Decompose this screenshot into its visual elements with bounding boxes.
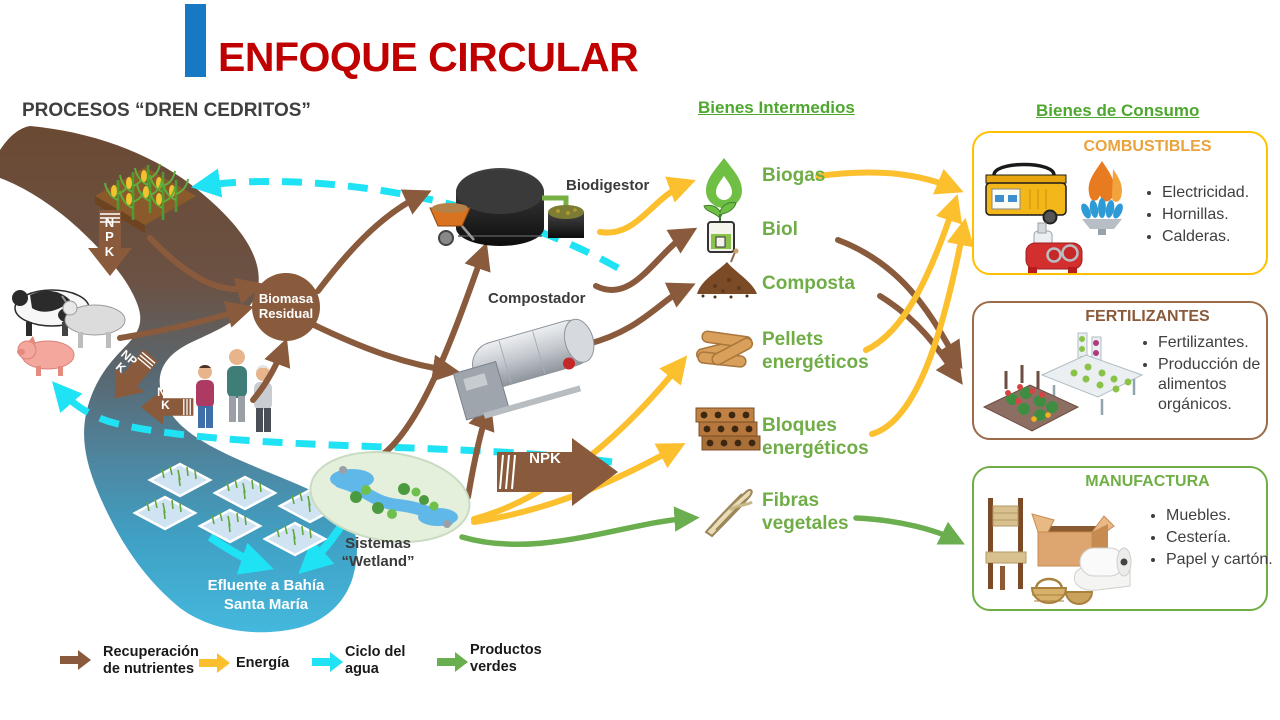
box-fertilizantes: FERTILIZANTES Fertilizantes.: [972, 301, 1268, 440]
list-item: Fertilizantes.: [1158, 333, 1278, 353]
page-title: ENFOQUE CIRCULAR: [218, 34, 639, 80]
plant-fiber-icon: [704, 488, 753, 538]
paper-roll-icon: [1074, 547, 1132, 591]
legend-label-energy: Energía: [236, 655, 290, 671]
item-bloques: Bloques energéticos: [762, 415, 869, 460]
biol-jar-icon: [703, 202, 737, 253]
title-accent-bar: [185, 4, 206, 77]
list-item: Calderas.: [1162, 227, 1280, 247]
combustibles-icons: [985, 161, 1123, 273]
briquette-blocks-icon: [695, 407, 761, 451]
list-item: Hornillas.: [1162, 205, 1280, 225]
chair-icon: [985, 498, 1027, 590]
subtitle: PROCESOS “DREN CEDRITOS”: [22, 100, 311, 121]
compostador-icon: [452, 318, 595, 421]
box-fertilizantes-title: FERTILIZANTES: [1085, 308, 1210, 325]
legend-label-green-products: Productos verdes: [470, 642, 542, 676]
generator-icon: [985, 162, 1067, 225]
compostador-label: Compostador: [488, 290, 586, 307]
list-item: Muebles.: [1166, 506, 1278, 526]
item-biogas: Biogas: [762, 165, 826, 186]
manufactura-icons: [985, 498, 1132, 605]
npk-label: NPK: [104, 215, 115, 259]
biodigestor-label: Biodigestor: [566, 177, 650, 194]
npk-label: NPK: [157, 385, 174, 413]
river-dren: [0, 126, 357, 633]
people-icon: [196, 349, 272, 432]
header-bienes-de-consumo: Bienes de Consumo: [1036, 101, 1200, 120]
legend-label-nutrients: Recuperación de nutrientes: [103, 644, 199, 678]
list-item: Cestería.: [1166, 528, 1278, 548]
goat-icon: [61, 295, 126, 348]
wood-pellets-icon: [695, 330, 754, 368]
list-item: Producción de alimentos orgánicos.: [1158, 355, 1278, 415]
baskets-icon: [1030, 577, 1094, 605]
item-composta: Composta: [762, 273, 855, 294]
list-item: Papel y cartón.: [1166, 550, 1278, 570]
vegetable-garden-icon: [982, 332, 1144, 432]
efluente-label: Efluente a Bahía Santa María: [207, 577, 325, 613]
manufactura-list: Muebles. Cestería. Papel y cartón.: [1150, 506, 1278, 572]
item-biol: Biol: [762, 219, 798, 240]
red-pump-icon: [1025, 222, 1083, 273]
box-manufactura-title: MANUFACTURA: [1085, 473, 1210, 490]
wetland-island-icon: [309, 451, 471, 543]
npk-label: NPK: [529, 450, 561, 467]
cardboard-box-icon: [1031, 513, 1115, 567]
green-product-arrows: [459, 506, 965, 548]
biodigestor-icon: [429, 168, 584, 246]
legend-label-water: Ciclo del agua: [345, 644, 406, 678]
wheelbarrow-icon: [429, 203, 475, 246]
wetland-label: Sistemas “Wetland”: [341, 535, 415, 570]
npk-arrow-right-icon: [497, 438, 618, 506]
box-combustibles: COMBUSTIBLES: [972, 131, 1268, 275]
item-pellets: Pellets energéticos: [762, 329, 869, 374]
header-bienes-intermedios: Bienes Intermedios: [698, 98, 855, 117]
pig-icon: [17, 336, 75, 376]
npk-arrows: [87, 209, 618, 506]
combustibles-list: Electricidad. Hornillas. Calderas.: [1146, 183, 1280, 249]
fertilizantes-list: Fertilizantes. Producción de alimentos o…: [1142, 333, 1278, 417]
biogas-flame-icon: [706, 158, 742, 208]
biomasa-residual-node: Biomasa Residual: [252, 273, 320, 341]
box-combustibles-title: COMBUSTIBLES: [1083, 138, 1212, 155]
box-manufactura: MANUFACTURA: [972, 466, 1273, 611]
compost-pile-icon: [697, 248, 757, 299]
farm-animals-icon: [12, 289, 126, 376]
item-fibras: Fibras vegetales: [762, 490, 849, 535]
gas-burner-flame-icon: [1081, 161, 1123, 235]
list-item: Electricidad.: [1162, 183, 1280, 203]
